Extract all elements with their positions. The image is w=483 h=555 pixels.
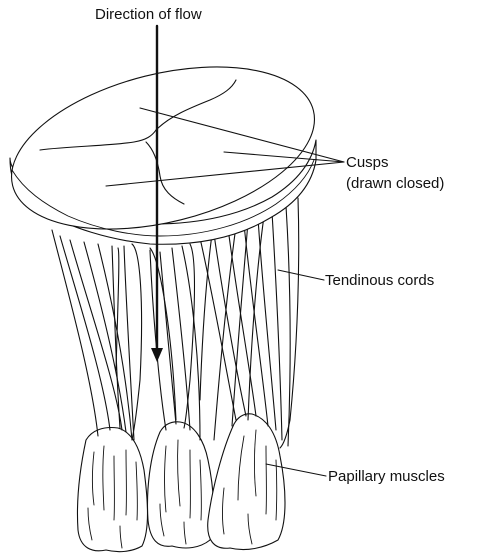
arrow-head-icon xyxy=(151,348,163,362)
papillary-muscles-label: Papillary muscles xyxy=(328,467,445,486)
flow-label: Direction of flow xyxy=(95,5,202,24)
tendinous-cords-label: Tendinous cords xyxy=(325,271,434,290)
cusps-note-label: (drawn closed) xyxy=(346,174,444,193)
cusps-label: Cusps xyxy=(346,153,389,172)
papillary-muscle-center xyxy=(148,422,214,548)
papillary-muscle-right xyxy=(208,414,285,550)
cords-leader xyxy=(278,270,324,280)
papillary-muscles xyxy=(77,414,285,552)
valve-disk xyxy=(0,39,331,258)
